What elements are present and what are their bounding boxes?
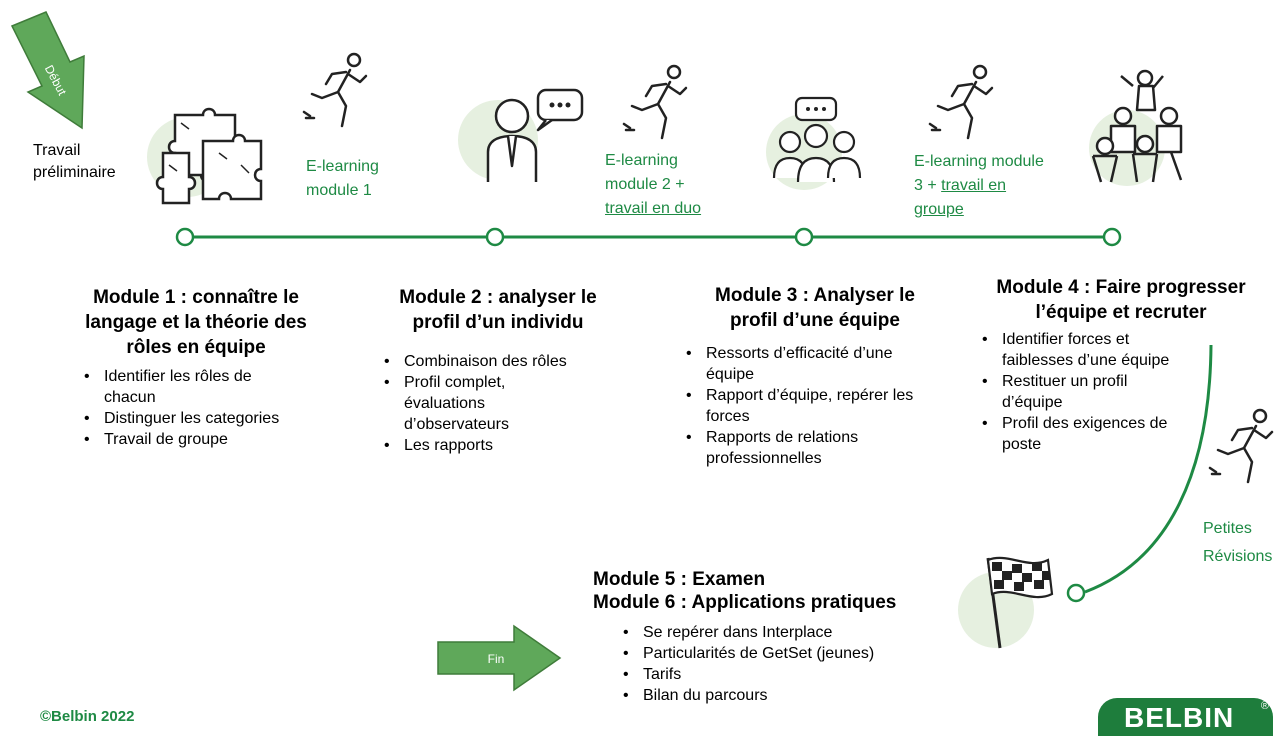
module-3-bullet: Rapports de relations professionnelles	[680, 427, 906, 469]
revision-label: Petites Révisions	[1203, 515, 1272, 571]
speaking-person-icon	[458, 88, 584, 182]
timeline-step-3-line3: groupe	[914, 201, 964, 218]
timeline-step-2: E-learning module 2 + travail en duo	[605, 149, 755, 221]
module-2-bullet: Les rapports	[378, 435, 618, 456]
final-bullet: Tarifs	[617, 664, 973, 685]
final-bullet: Bilan du parcours	[617, 685, 973, 706]
module-3-bullet: Ressorts d’efficacité d’une équipe	[680, 343, 936, 385]
module-6-title: Module 6 : Applications pratiques	[593, 592, 897, 613]
runner-icon	[302, 52, 368, 128]
copyright: ©Belbin 2022	[40, 708, 135, 725]
team-pyramid-icon	[1089, 69, 1183, 186]
module-4-bullet: Profil des exigences de poste	[976, 413, 1202, 455]
final-node	[1066, 583, 1086, 603]
module-4-bullet: Restituer un profil d’équipe	[976, 371, 1172, 413]
module-4-title: Module 4 : Faire progresser l’équipe et …	[996, 277, 1246, 323]
runner-icon	[622, 64, 688, 140]
module-2-title: Module 2 : analyser le profil d’un indiv…	[399, 287, 597, 333]
module-2-bullet: Combinaison des rôles	[378, 351, 618, 372]
module-2-bullet: Profil complet, évaluations d’observateu…	[378, 372, 544, 435]
module-1: Module 1 : connaître le langage et la th…	[66, 285, 326, 450]
timeline-step-1-line1: E-learning	[306, 158, 379, 175]
timeline-step-2-line3: travail en duo	[605, 200, 702, 217]
module-3: Module 3 : Analyser le profil d’une équi…	[680, 283, 950, 469]
module-2: Module 2 : analyser le profil d’un indiv…	[378, 285, 618, 456]
end-arrow-label: Fin	[488, 652, 505, 666]
timeline-step-3-line1: E-learning module	[914, 153, 1044, 170]
revision-curve	[1084, 344, 1213, 594]
belbin-logo-mark: ®	[1260, 700, 1269, 712]
timeline-step-1-line2: module 1	[306, 182, 372, 199]
module-1-title: Module 1 : connaître le langage et la th…	[85, 287, 307, 358]
final-modules: Module 5 : Examen Module 6 : Application…	[593, 568, 973, 706]
timeline-step-2-line1: E-learning	[605, 152, 678, 169]
belbin-logo-text: BELBIN	[1124, 702, 1235, 733]
module-3-bullet: Rapport d’équipe, repérer les forces	[680, 385, 936, 427]
module-1-bullet: Distinguer les categories	[78, 408, 326, 429]
timeline-step-3-line2: 3 +	[914, 177, 942, 194]
timeline-node-1	[175, 227, 195, 247]
end-arrow: Fin	[437, 624, 562, 692]
module-1-bullet: Identifier les rôles de chacun	[78, 366, 304, 408]
belbin-logo: BELBIN ®	[1098, 698, 1273, 736]
team-meeting-icon	[766, 96, 862, 190]
timeline-node-4	[1102, 227, 1122, 247]
prework-label: Travail préliminaire	[33, 142, 116, 181]
timeline-step-2-line2: module 2 +	[605, 176, 685, 193]
runner-icon	[928, 64, 994, 140]
module-4: Module 4 : Faire progresser l’équipe et …	[976, 275, 1266, 455]
runner-icon	[1208, 408, 1274, 484]
timeline-step-3-line2-link: travail en	[941, 177, 1007, 194]
final-bullet: Particularités de GetSet (jeunes)	[617, 643, 973, 664]
start-arrow: Début	[10, 11, 85, 130]
module-5-title: Module 5 : Examen	[593, 569, 766, 590]
final-bullet: Se repérer dans Interplace	[617, 622, 973, 643]
timeline-node-3	[794, 227, 814, 247]
timeline-node-2	[485, 227, 505, 247]
module-1-bullet: Travail de groupe	[78, 429, 326, 450]
module-3-title: Module 3 : Analyser le profil d’une équi…	[715, 285, 915, 331]
timeline-step-3: E-learning module 3 + travail en groupe	[914, 150, 1084, 222]
revision-label-line2: Révisions	[1203, 548, 1273, 565]
checkered-flag-icon	[958, 556, 1054, 649]
puzzle-icon	[147, 107, 263, 205]
timeline-step-1: E-learning module 1	[306, 155, 436, 203]
revision-label-line1: Petites	[1203, 520, 1252, 537]
module-4-bullet: Identifier forces et faiblesses d’une éq…	[976, 329, 1202, 371]
